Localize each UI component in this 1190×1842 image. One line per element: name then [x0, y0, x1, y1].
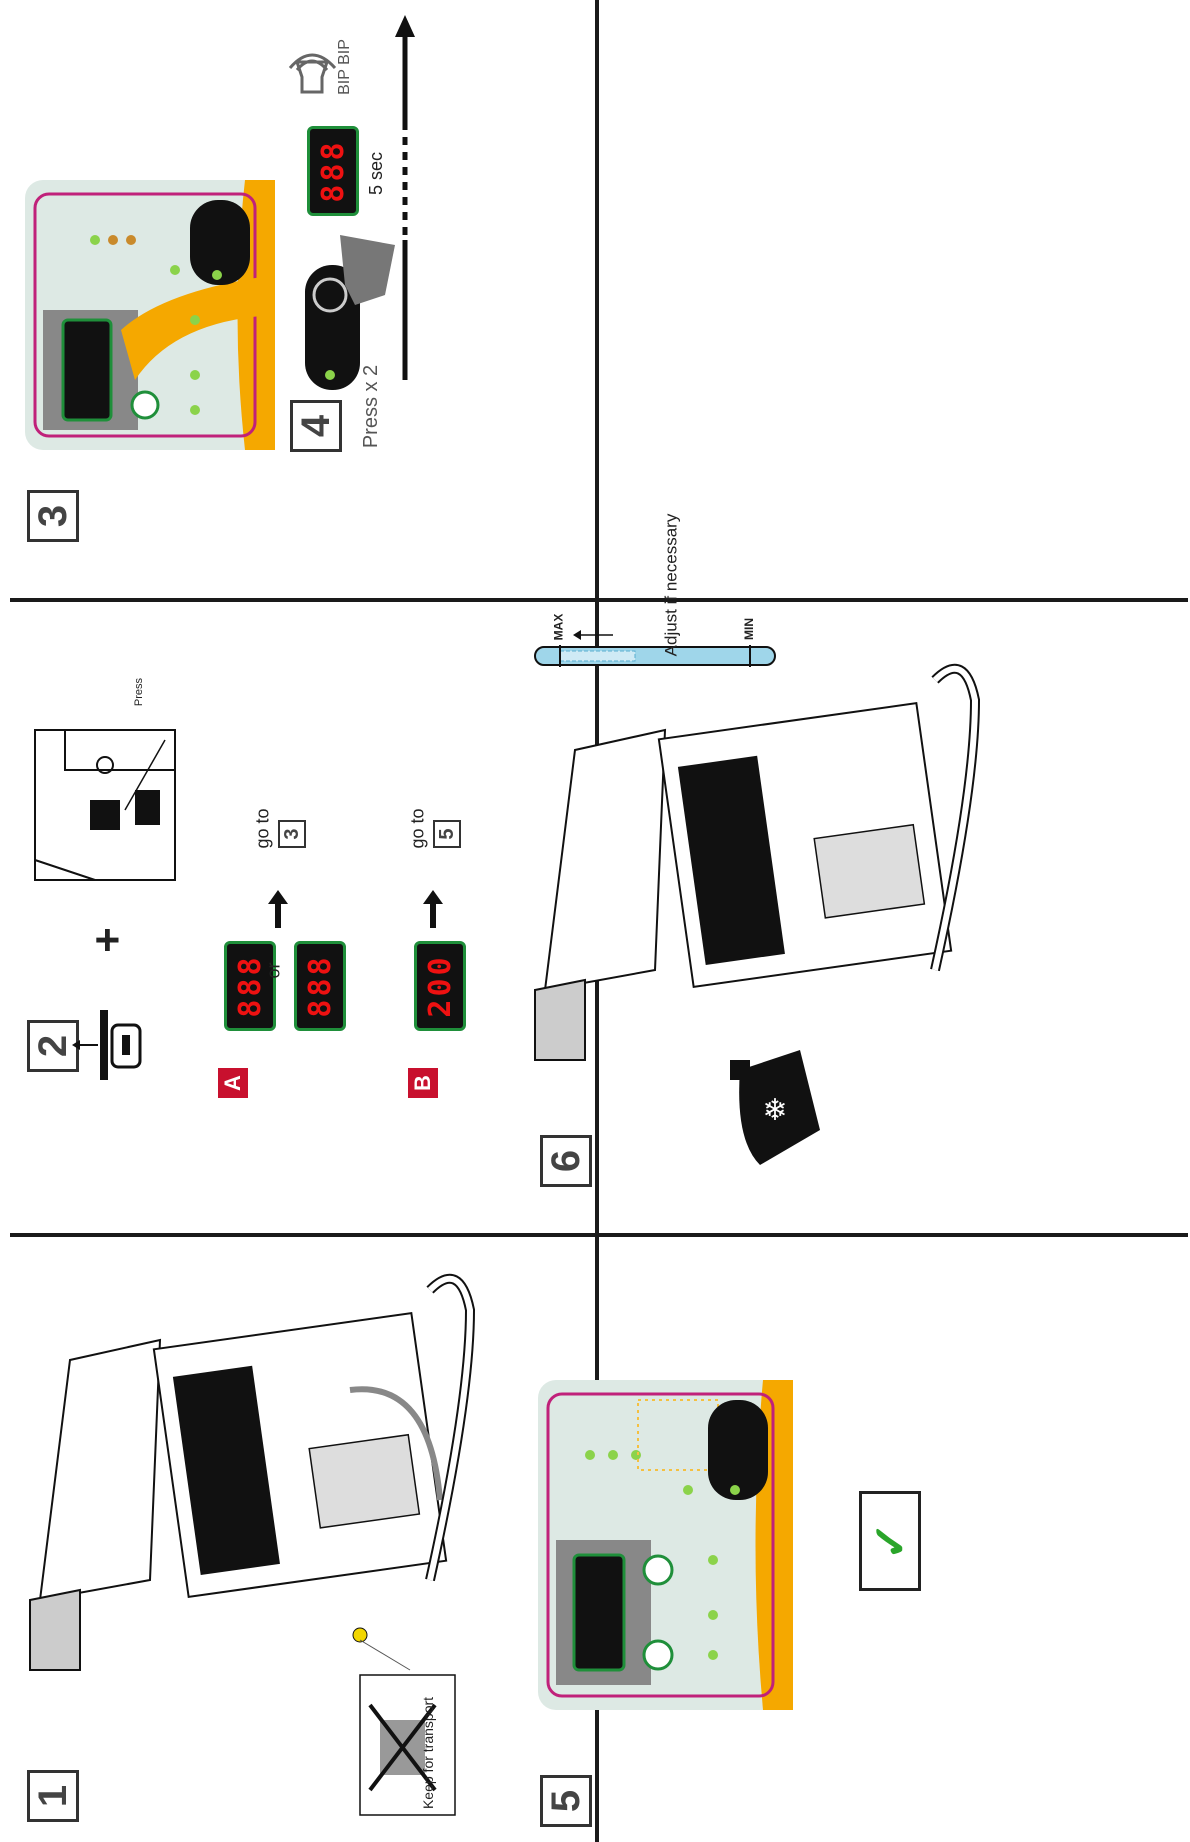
keep-for-transport-label: Keep for transport [420, 1696, 437, 1810]
svg-text:❄: ❄ [762, 1093, 787, 1128]
arrow-b-icon [423, 890, 443, 928]
display-b: 200 [414, 941, 466, 1031]
welder-machine-illustration-6 [534, 663, 981, 1061]
timeline-arrow [395, 15, 415, 380]
beep-label: BIP BIP [335, 39, 353, 95]
display-a1: 888 [224, 941, 276, 1031]
divider-horizontal-bottom [10, 1233, 1188, 1237]
min-label: MIN [742, 618, 756, 640]
step-3-number: 3 [27, 490, 79, 542]
goto-a-label: go to [252, 808, 273, 849]
power-plug-icon [72, 1010, 142, 1080]
check-ok-box: ✓ [859, 1491, 921, 1591]
keep-box-icon [359, 1674, 456, 1816]
step-5-number: 5 [540, 1775, 592, 1827]
option-b-tag: B [408, 1068, 438, 1098]
speaker-icon [288, 53, 337, 94]
step-6-number: 6 [540, 1135, 592, 1187]
display-a2: 888 [294, 941, 346, 1031]
power-switch-closeup [34, 729, 176, 881]
coolant-bottle-icon: ❄ [730, 1050, 820, 1165]
adjust-label: Adjust if necessary [661, 513, 681, 657]
goto-b-target: 5 [433, 820, 461, 848]
control-panel-step3 [25, 180, 275, 450]
step-4-number: 4 [290, 400, 342, 452]
welder-machine-illustration-1 [29, 1273, 476, 1671]
max-label: MAX [551, 613, 566, 641]
step-1-number: 1 [27, 1770, 79, 1822]
control-panel-step5 [538, 1380, 793, 1710]
plus-sign: + [82, 927, 132, 953]
step4-display: 888 [307, 126, 359, 216]
duration-label: 5 sec [366, 151, 387, 196]
fill-direction-arrow [573, 630, 613, 640]
option-a-tag: A [218, 1068, 248, 1098]
press-label: Press [133, 677, 146, 707]
divider-horizontal-top [10, 598, 1188, 602]
remote-hand-illustration [305, 235, 395, 390]
arrow-a-icon [268, 890, 288, 928]
or-label: or [263, 962, 284, 979]
check-icon: ✓ [864, 1521, 916, 1561]
goto-b-label: go to [407, 808, 428, 849]
goto-a-target: 3 [278, 820, 306, 848]
coolant-level-gauge [534, 645, 776, 667]
